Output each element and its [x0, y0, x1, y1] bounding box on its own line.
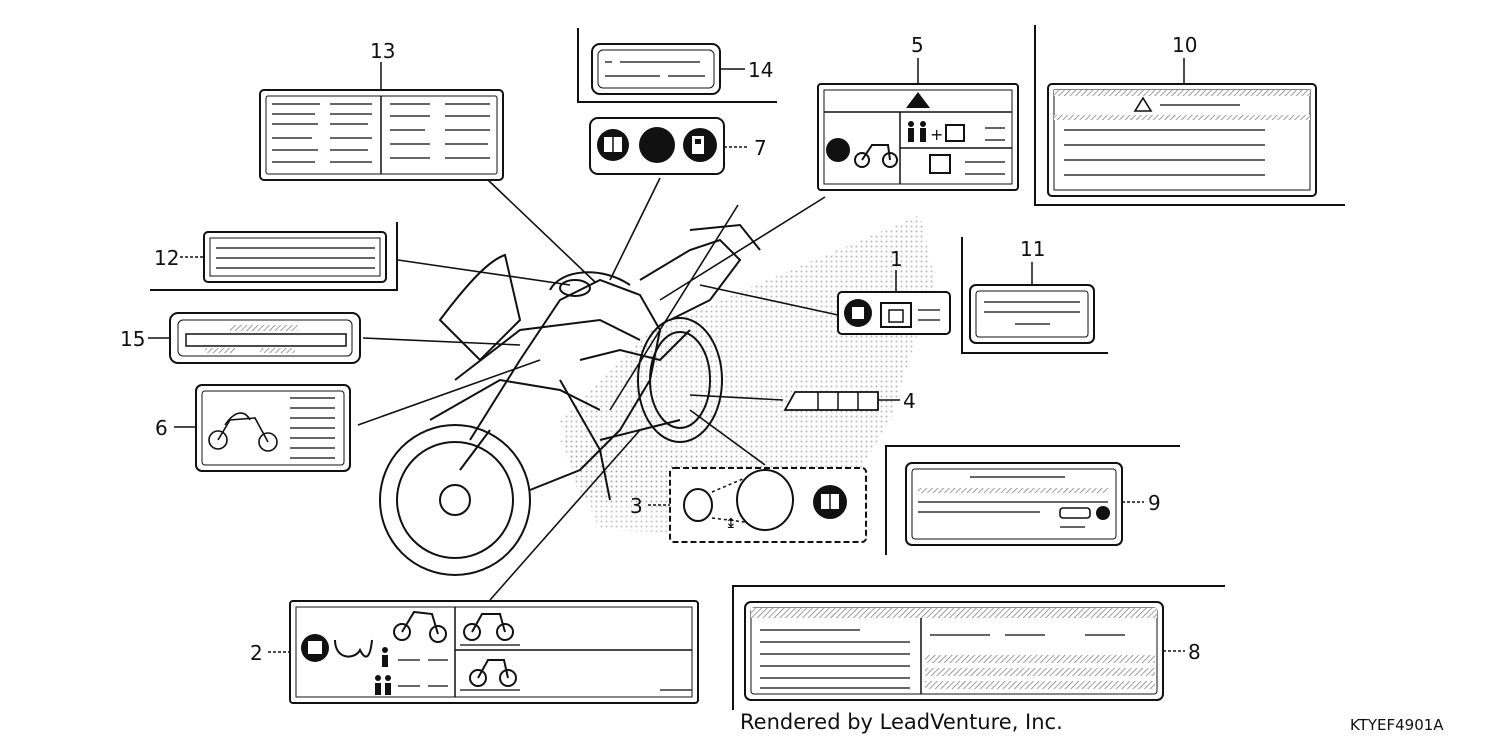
callout-8: 8 [1188, 640, 1201, 664]
leader-lines [357, 177, 839, 601]
callout-6: 6 [155, 416, 168, 440]
label-14 [577, 28, 777, 103]
credit-text: Rendered by LeadVenture, Inc. [740, 710, 1063, 734]
motorcycle-sketch-icon [208, 412, 278, 452]
callout-14: 14 [748, 58, 773, 82]
rider-icon [908, 121, 926, 142]
motorcycle-icon [463, 613, 517, 687]
svg-text:+: + [930, 125, 943, 144]
cargo-icon [929, 154, 951, 174]
callout-15: 15 [120, 327, 145, 351]
warning-icon [1133, 96, 1153, 112]
callout-7: 7 [754, 136, 767, 160]
filled-circle-icon [639, 127, 675, 163]
motorcycle-icon [393, 610, 447, 643]
cargo-icon [945, 124, 965, 142]
label-11 [961, 237, 1108, 354]
callout-12: 12 [154, 246, 179, 270]
callout-1: 1 [890, 247, 903, 271]
label-8 [732, 585, 1225, 710]
callout-13: 13 [370, 39, 395, 63]
spring-icon [1059, 506, 1110, 520]
warning-icon [906, 92, 930, 108]
rider-icon [375, 647, 391, 695]
callout-2: 2 [250, 641, 263, 665]
cargo-icon [880, 302, 912, 328]
motorcycle-icon [854, 144, 898, 168]
callout-3: 3 [630, 494, 643, 518]
svg-text:↨: ↨ [725, 516, 737, 532]
motorcycle-illustration [379, 223, 761, 576]
label-7 [589, 117, 748, 175]
manual-icon [826, 138, 850, 162]
label-5: + [817, 58, 1019, 191]
callout-5: 5 [911, 33, 924, 57]
label-9 [885, 445, 1180, 555]
label-12 [150, 222, 398, 291]
label-2 [268, 600, 699, 704]
label-15 [148, 312, 361, 364]
callout-11: 11 [1020, 237, 1045, 261]
label-1 [837, 270, 951, 335]
label-13 [259, 62, 504, 181]
callout-9: 9 [1148, 491, 1161, 515]
label-6 [174, 384, 351, 472]
label-4 [783, 391, 900, 411]
diagram-code: KTYEF4901A [1350, 716, 1444, 734]
label-3: ↨ [648, 467, 867, 543]
label-10 [1034, 25, 1345, 206]
callout-4: 4 [903, 389, 916, 413]
callout-10: 10 [1172, 33, 1197, 57]
